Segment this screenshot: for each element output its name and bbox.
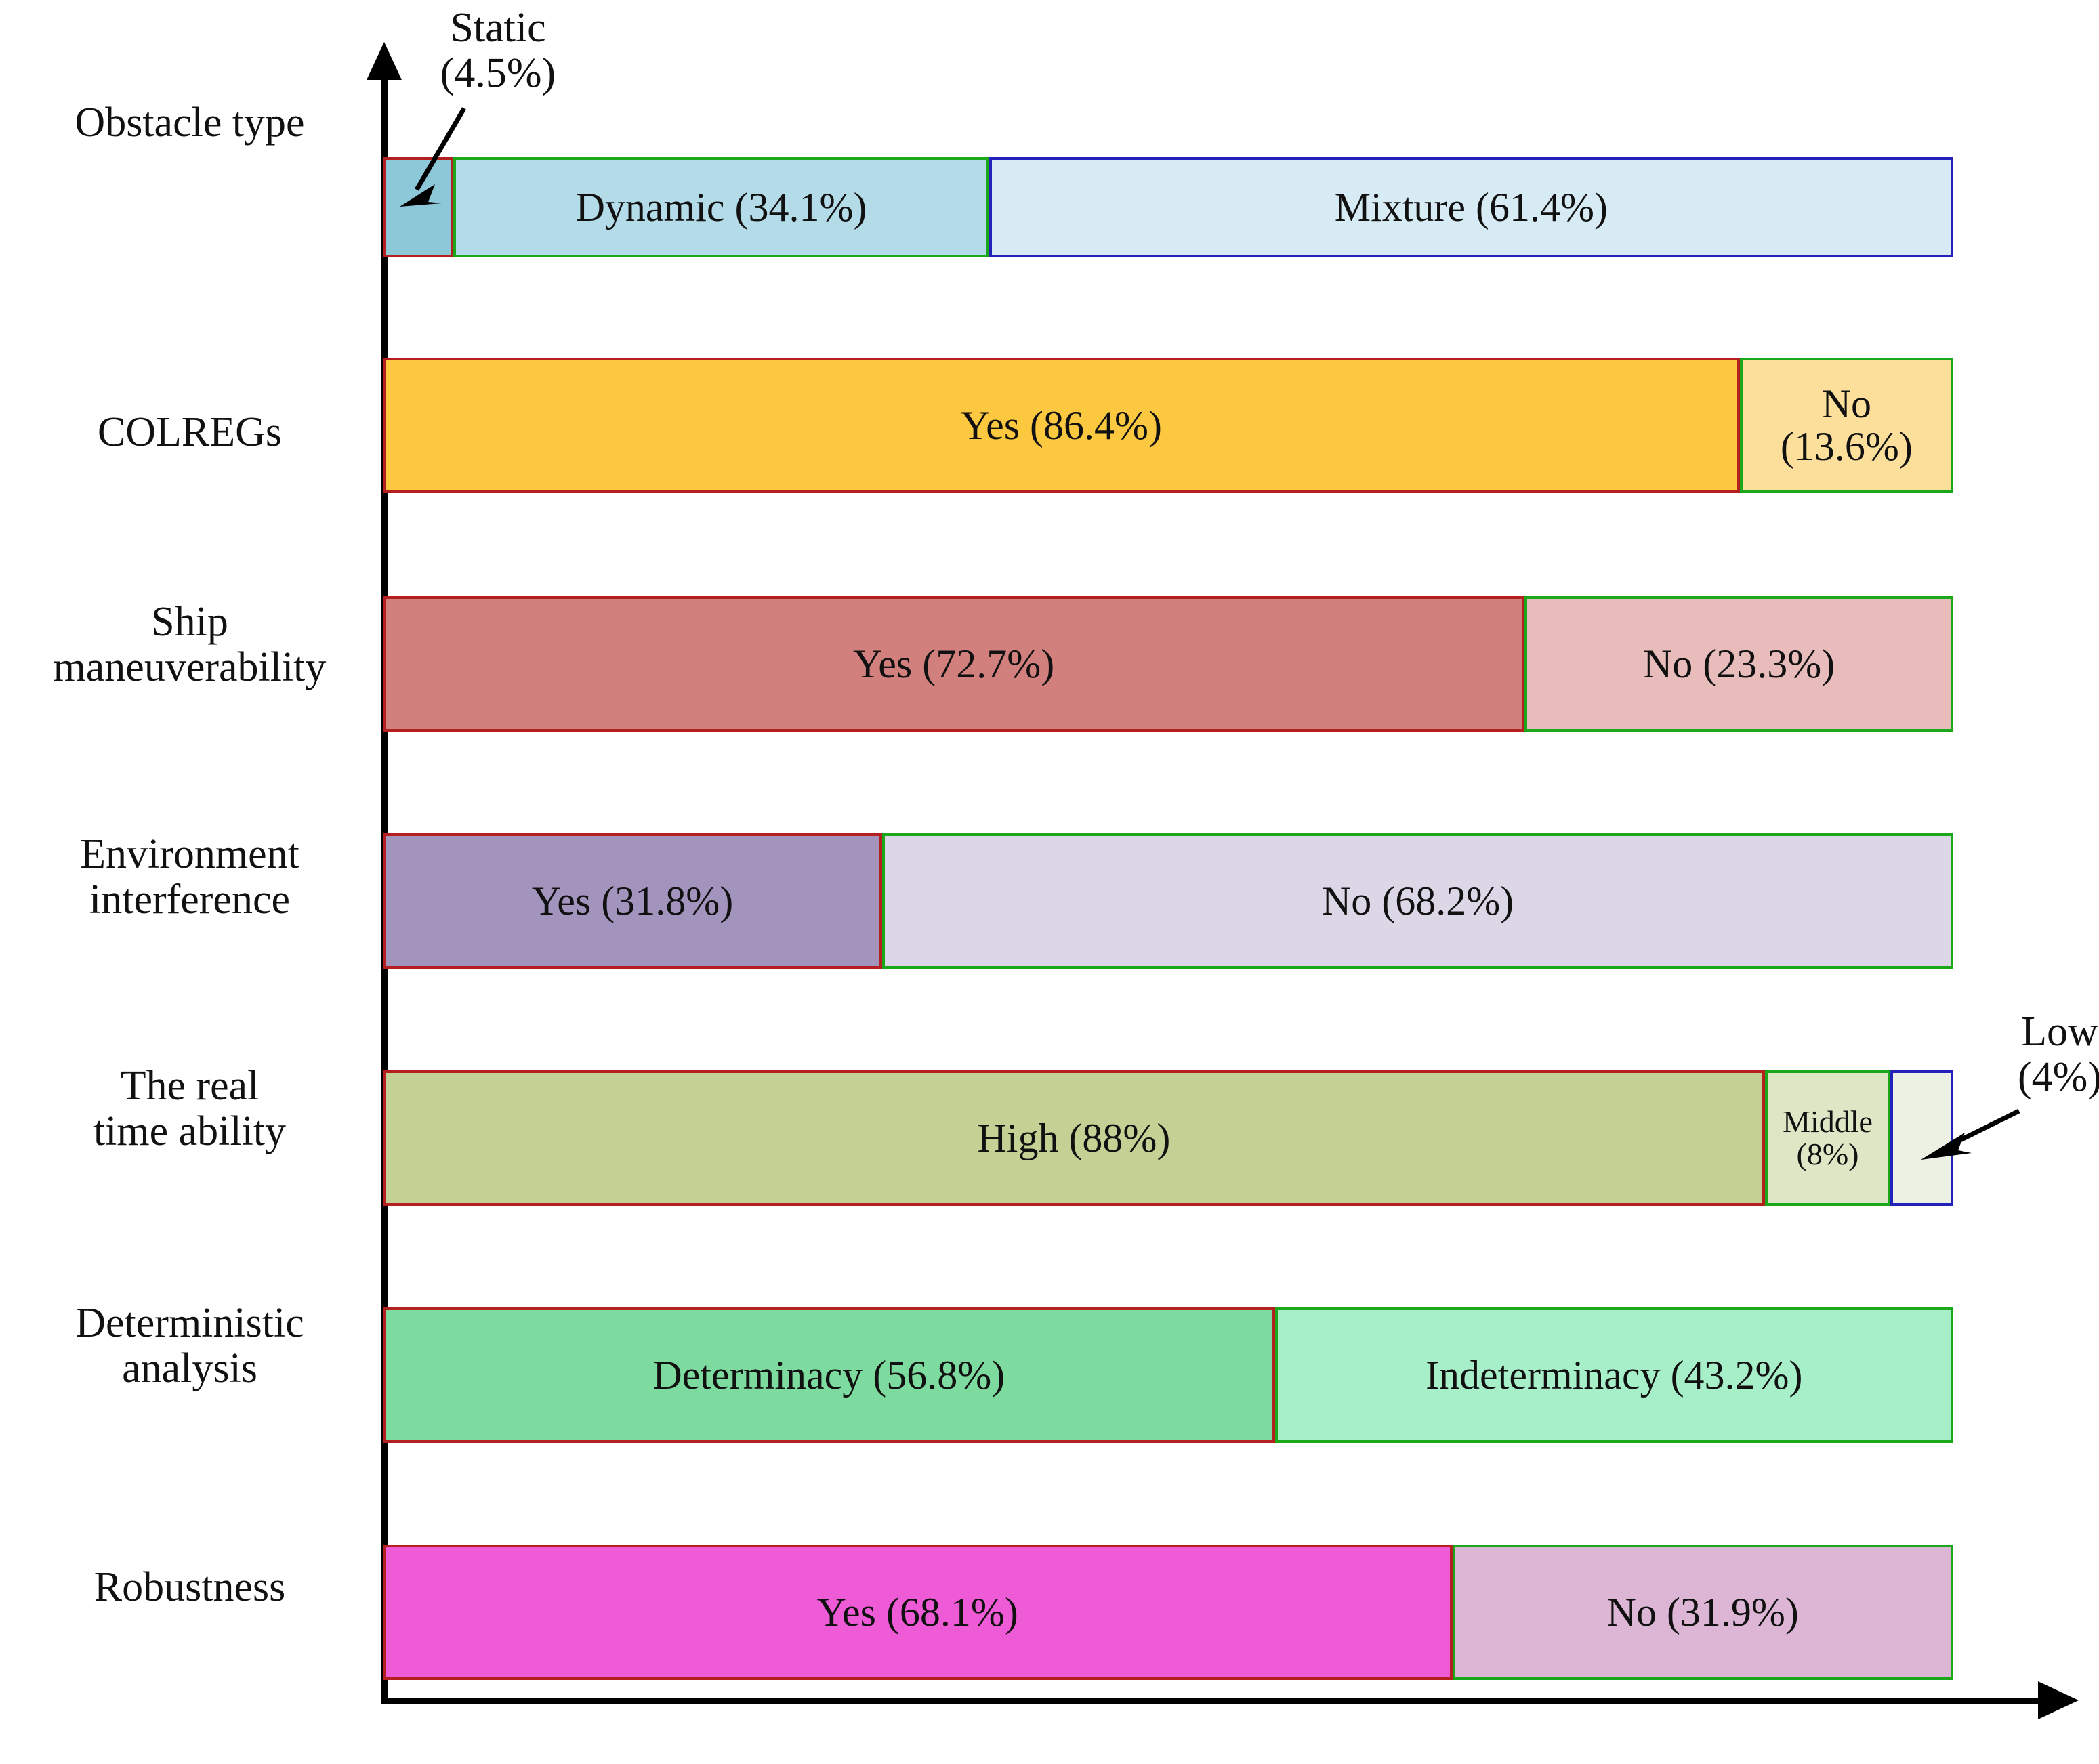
category-label-ship-maneuverability: Ship maneuverability — [53, 599, 327, 690]
bar-row-obstacle-type: Dynamic (34.1%) Mixture (61.4%) — [383, 157, 1953, 257]
x-axis-line — [381, 1698, 2041, 1704]
bar-segment-static[interactable] — [383, 157, 454, 257]
bar-segment-label: Yes (72.7%) — [852, 641, 1055, 686]
bar-segment-dynamic[interactable]: Dynamic (34.1%) — [453, 157, 989, 257]
bar-segment-label: No (23.3%) — [1642, 641, 1835, 686]
category-label-robustness: Robustness — [93, 1564, 286, 1610]
bar-segment-label: Dynamic (34.1%) — [575, 184, 867, 230]
category-label-colregs: COLREGs — [97, 409, 283, 455]
callout-label-low: Low (4%) — [2018, 1009, 2099, 1100]
bar-segment-mixture[interactable]: Mixture (61.4%) — [989, 157, 1953, 257]
bar-segment-high[interactable]: High (88%) — [383, 1070, 1765, 1206]
bar-segment-robustness-yes[interactable]: Yes (68.1%) — [383, 1545, 1453, 1680]
category-label-deterministic-analysis: Deterministic analysis — [75, 1300, 304, 1391]
bar-segment-ship-yes[interactable]: Yes (72.7%) — [383, 596, 1525, 732]
bar-segment-ship-no[interactable]: No (23.3%) — [1524, 596, 1953, 732]
bar-segment-determinacy[interactable]: Determinacy (56.8%) — [383, 1307, 1275, 1443]
bar-row-real-time-ability: High (88%) Middle (8%) — [383, 1070, 1953, 1206]
bar-segment-label: No (31.9%) — [1606, 1589, 1799, 1635]
bar-segment-label: Mixture (61.4%) — [1334, 184, 1608, 230]
bar-segment-label: Yes (31.8%) — [531, 878, 734, 923]
category-label-real-time-ability: The real time ability — [93, 1063, 287, 1154]
bar-segment-colregs-yes[interactable]: Yes (86.4%) — [383, 358, 1740, 493]
bar-segment-label: High (88%) — [977, 1115, 1171, 1160]
bar-row-robustness: Yes (68.1%) No (31.9%) — [383, 1545, 1953, 1680]
bar-segment-middle[interactable]: Middle (8%) — [1764, 1070, 1891, 1206]
bar-row-colregs: Yes (86.4%) No (13.6%) — [383, 358, 1953, 493]
bar-row-deterministic-analysis: Determinacy (56.8%) Indeterminacy (43.2%… — [383, 1307, 1953, 1443]
bar-segment-robustness-no[interactable]: No (31.9%) — [1452, 1545, 1953, 1680]
category-label-environment-interference: Environment interference — [80, 831, 299, 923]
bar-segment-label: Yes (86.4%) — [960, 402, 1162, 448]
y-axis-arrowhead — [367, 42, 402, 80]
bar-segment-colregs-no[interactable]: No (13.6%) — [1739, 358, 1953, 493]
bar-row-environment-interference: Yes (31.8%) No (68.2%) — [383, 833, 1953, 969]
bar-segment-indeterminacy[interactable]: Indeterminacy (43.2%) — [1274, 1307, 1953, 1443]
bar-segment-label: Yes (68.1%) — [816, 1589, 1018, 1635]
x-axis-arrowhead — [2038, 1681, 2079, 1719]
bar-segment-label: Determinacy (56.8%) — [652, 1352, 1005, 1398]
bar-segment-label: No (68.2%) — [1321, 878, 1514, 923]
bar-segment-label: Indeterminacy (43.2%) — [1426, 1352, 1803, 1398]
bar-segment-low[interactable] — [1890, 1070, 1953, 1206]
bar-row-ship-maneuverability: Yes (72.7%) No (23.3%) — [383, 596, 1953, 732]
bar-segment-env-yes[interactable]: Yes (31.8%) — [383, 833, 883, 969]
callout-label-static: Static (4.5%) — [440, 5, 556, 96]
bar-segment-label: No (13.6%) — [1780, 381, 1913, 469]
bar-segment-label: Middle (8%) — [1783, 1104, 1873, 1171]
category-label-obstacle-type: Obstacle type — [75, 100, 305, 146]
bar-segment-env-no[interactable]: No (68.2%) — [882, 833, 1953, 969]
